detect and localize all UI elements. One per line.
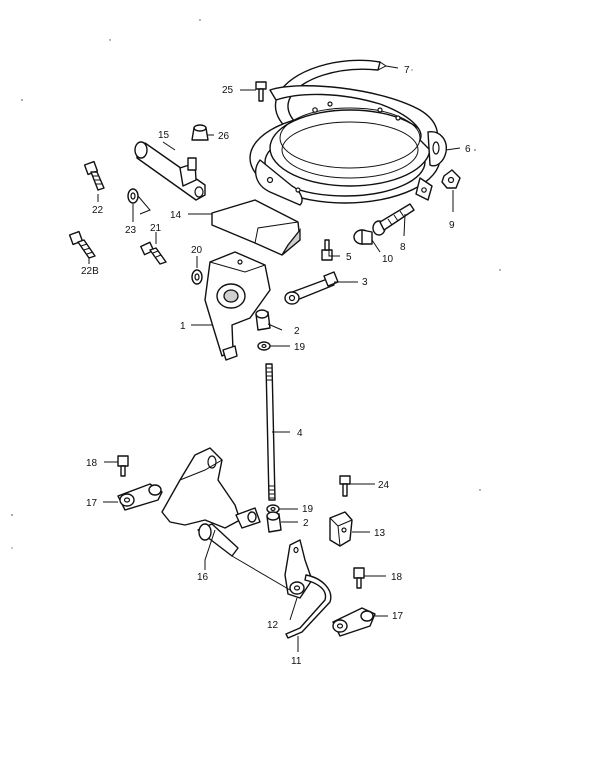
part-6-base-plate [249, 85, 447, 206]
part-8-screw [372, 203, 415, 236]
part-16-bracket [161, 447, 261, 557]
part-13-clamp [329, 511, 353, 547]
part-12-lever [284, 539, 313, 599]
part-18-bolt-right [353, 567, 365, 589]
scan-specks [11, 19, 501, 549]
callout-21: 21 [150, 223, 162, 234]
callout-25: 25 [222, 85, 234, 96]
part-23-washer [127, 188, 139, 204]
part-15-shaft-arm [134, 141, 206, 201]
callout-3: 3 [362, 277, 368, 288]
callout-19-upper: 19 [294, 342, 306, 353]
callout-12: 12 [267, 620, 279, 631]
part-24-screw [339, 475, 351, 497]
part-10-plug [353, 229, 373, 245]
callout-2-upper: 2 [294, 326, 300, 337]
callout-22b: 22B [81, 266, 99, 277]
callout-24: 24 [378, 480, 390, 491]
part-1-lever [204, 251, 271, 361]
part-11-spring [285, 574, 332, 639]
part-19-washer-upper [257, 341, 271, 351]
part-4-rod [265, 363, 276, 501]
callout-14: 14 [170, 210, 182, 221]
callout-9: 9 [449, 220, 455, 231]
part-20-washer [191, 269, 203, 285]
part-2-bushing-upper [255, 309, 271, 331]
callout-7: 7 [404, 65, 410, 76]
part-2-bushing-lower [266, 511, 282, 533]
part-26-cap [191, 124, 209, 141]
callout-18-left: 18 [86, 458, 98, 469]
part-14-plate [211, 199, 301, 256]
part-22b-bolt [68, 230, 96, 259]
callout-6: 6 [465, 144, 471, 155]
callout-2-lower: 2 [303, 518, 309, 529]
part-21-bolt [140, 241, 167, 265]
part-18-bolt-left [117, 455, 129, 477]
callout-20: 20 [191, 245, 203, 256]
part-22-bolt [83, 160, 105, 191]
part-17-clamp-right [332, 607, 376, 637]
callout-23: 23 [125, 225, 137, 236]
callout-4: 4 [297, 428, 303, 439]
part-3-link-rod [284, 271, 339, 305]
callout-22: 22 [92, 205, 104, 216]
callout-8: 8 [400, 242, 406, 253]
callout-17-right: 17 [392, 611, 404, 622]
callout-5: 5 [346, 252, 352, 263]
callout-labels: 7 6 9 8 10 5 3 2 19 4 19 2 24 13 18 17 1… [81, 65, 471, 667]
callout-10: 10 [382, 254, 394, 265]
callout-18-right: 18 [391, 572, 403, 583]
callout-1: 1 [180, 321, 186, 332]
callout-19-lower: 19 [302, 504, 314, 515]
callout-13: 13 [374, 528, 386, 539]
part-9-nut [441, 169, 461, 189]
leader-lines [88, 65, 461, 652]
callout-17-left: 17 [86, 498, 98, 509]
callout-26: 26 [218, 131, 230, 142]
callout-16: 16 [197, 572, 209, 583]
callout-15: 15 [158, 130, 170, 141]
part-5-bolt [321, 239, 333, 261]
part-25-screw [255, 81, 267, 102]
callout-11: 11 [291, 656, 302, 667]
part-17-clamp-left [117, 483, 163, 511]
